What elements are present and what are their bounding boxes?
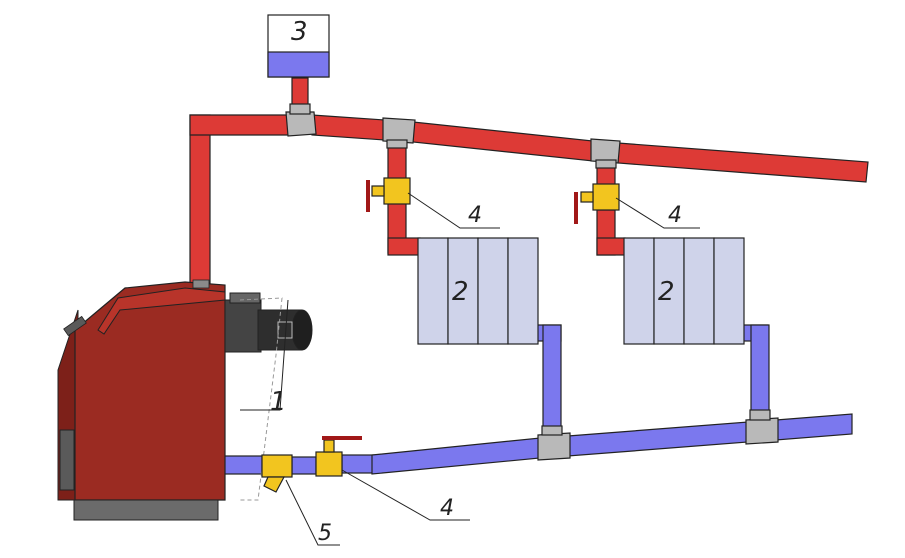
leader-filter [285, 479, 340, 546]
filter-screen [263, 476, 285, 493]
branch-tee-left-neck [386, 139, 408, 149]
return-pipe-network [195, 324, 853, 475]
radiator-right-section [623, 237, 655, 345]
radiator-right-section [713, 237, 745, 345]
valve-bottom-body [315, 451, 343, 477]
burner-mount [224, 299, 262, 353]
valve-bottom [315, 436, 362, 477]
boiler-body [74, 281, 226, 501]
radiator-left-section [477, 237, 509, 345]
radiator-outlet-left-v [542, 324, 562, 431]
expansion-tank-number: 3 [291, 17, 308, 47]
supply-main-segment-2 [412, 121, 594, 162]
radiator-right-section [683, 237, 715, 345]
tank-tee-neck [289, 103, 311, 115]
tank-tee-fitting [285, 111, 317, 137]
filter [261, 454, 293, 493]
pipe-fittings [285, 103, 779, 461]
boiler-door-left [59, 429, 75, 491]
boiler-outlet-stub [192, 279, 210, 289]
burner-top-bracket [229, 292, 261, 304]
return-tee-right [745, 417, 779, 445]
radiator-left [417, 237, 539, 345]
valve-bottom-number: 4 [440, 496, 454, 521]
radiator-left-section [507, 237, 539, 345]
supply-main-segment-3 [617, 142, 869, 183]
expansion-tank [267, 14, 330, 78]
leader-valve-right [615, 197, 700, 229]
return-tee-left [537, 432, 571, 461]
supply-main-segment-1 [311, 114, 386, 141]
burner-nozzle [291, 309, 313, 351]
valve-left-stem [371, 185, 385, 197]
return-tee-left-neck [541, 425, 563, 436]
radiator-inlet-right [596, 237, 626, 256]
boiler [57, 279, 226, 521]
radiator-inlet-left [387, 237, 421, 256]
radiator-right-section [653, 237, 685, 345]
valve-left [366, 177, 411, 212]
return-main-segment-1 [371, 437, 541, 475]
leader-boiler [240, 299, 289, 411]
valve-right [574, 183, 620, 224]
burner-dashed-outline [238, 297, 283, 501]
leader-valve-bottom [341, 469, 470, 521]
return-tee-right-neck [749, 409, 771, 421]
radiator-left-section [417, 237, 449, 345]
supply-riser-pipe [189, 114, 211, 284]
branch-tee-right-neck [595, 159, 617, 169]
boiler-number: 1 [270, 387, 287, 417]
filter-body [261, 454, 293, 478]
branch-tee-right [590, 138, 621, 164]
leader-lines [240, 192, 700, 546]
expansion-tank-water [267, 51, 330, 78]
burner [224, 292, 313, 353]
leader-valve-left [407, 192, 500, 229]
valve-right-number: 4 [668, 203, 682, 228]
return-pipe-between-valves [291, 456, 317, 475]
branch-tee-left [382, 117, 416, 144]
valve-right-body [592, 183, 620, 211]
radiator-right-number: 2 [658, 277, 675, 307]
supply-top-pipe [189, 114, 291, 136]
return-pipe-after-valve [341, 454, 375, 474]
valve-right-stem [580, 191, 594, 203]
radiator-right [623, 237, 745, 345]
return-main-segment-3 [775, 413, 853, 441]
return-main-segment-2 [567, 421, 749, 457]
boiler-lever [63, 315, 87, 337]
valve-left-number: 4 [468, 203, 482, 228]
valve-bottom-stem [323, 439, 335, 453]
boiler-top-lid [97, 287, 226, 335]
boiler-base [73, 499, 219, 521]
valve-left-body [383, 177, 411, 205]
filter-number: 5 [318, 521, 332, 546]
radiator-left-number: 2 [452, 277, 469, 307]
radiator-outlet-right-v [750, 324, 770, 414]
